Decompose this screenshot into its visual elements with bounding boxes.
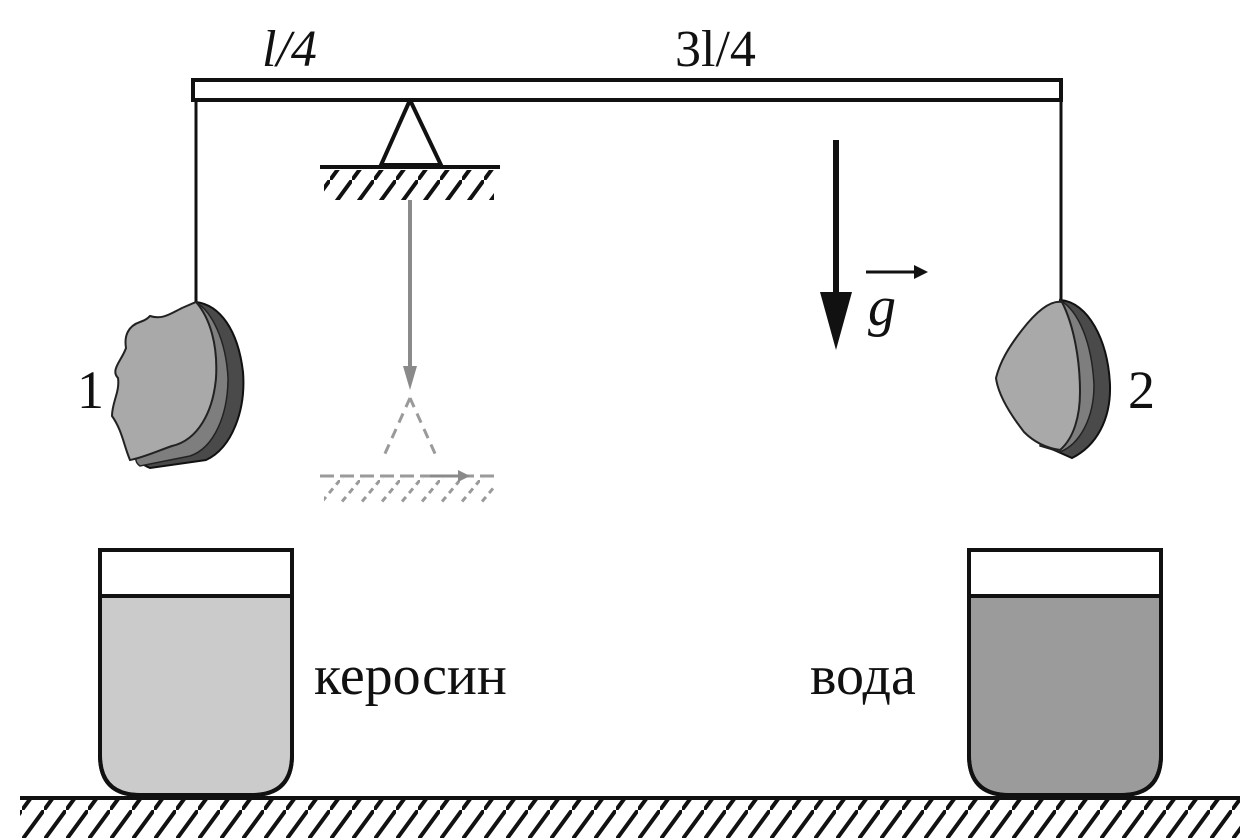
label-kerosene: керосин [314,645,507,707]
label-left-length: l/4 [262,21,317,78]
svg-text:g: g [868,276,896,338]
label-body-1: 1 [77,360,104,420]
ghost-pivot-support [320,200,500,504]
stone-2 [994,298,1112,460]
label-right-length: 3l/4 [675,21,756,78]
stone-1 [110,300,245,470]
label-water: вода [810,645,916,707]
label-body-2: 2 [1128,360,1155,420]
lever-bar [191,78,1063,102]
kerosene-beaker [98,548,294,797]
gravity-label: g [866,265,928,338]
water-beaker [967,548,1163,797]
floor [20,796,1240,838]
pivot-support [320,99,500,200]
gravity-arrow [820,140,852,350]
